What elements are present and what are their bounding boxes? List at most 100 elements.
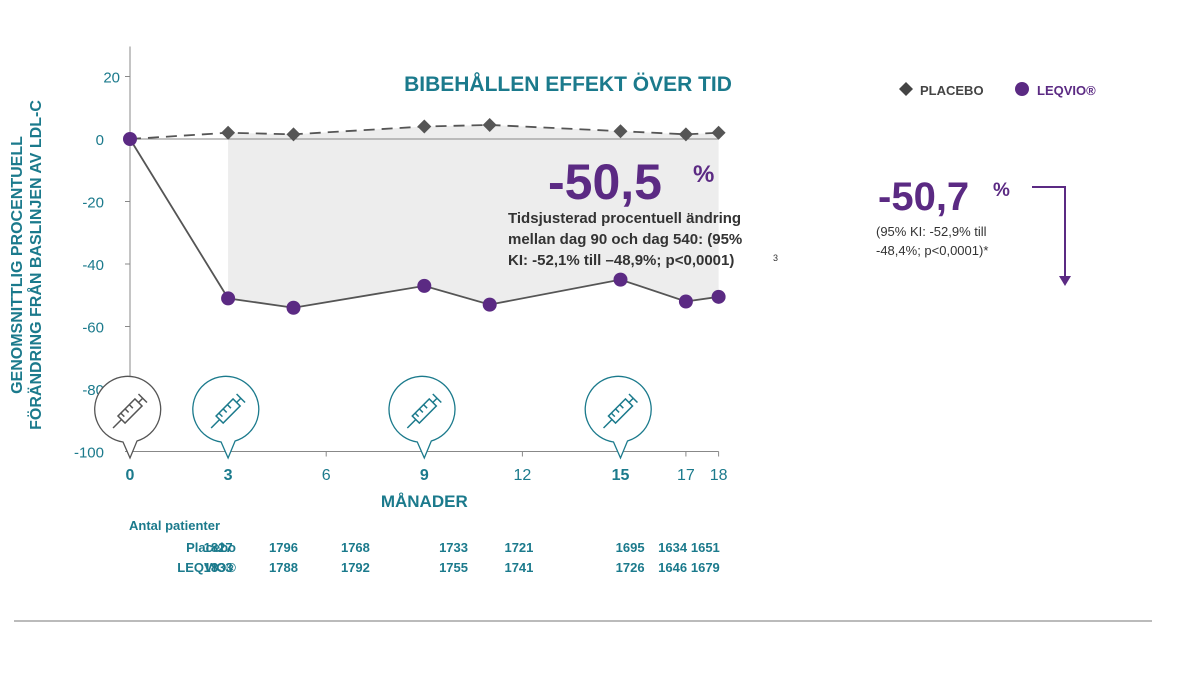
- syringe-mark: [418, 408, 424, 413]
- side-effect-text: -48,4%; p<0,0001)*: [876, 243, 988, 258]
- injection-bubble: [94, 375, 162, 460]
- leqvio-point: [678, 294, 693, 309]
- main-effect-text: KI: -52,1% till –48,9%; p<0,0001): [508, 252, 734, 269]
- main-effect-superscript: 3: [773, 253, 778, 263]
- syringe-mark: [222, 408, 228, 413]
- syringe-icon: [112, 393, 148, 429]
- syringe-mark: [610, 412, 616, 418]
- x-tick-label: 18: [710, 467, 728, 484]
- syringe-mark: [414, 412, 420, 418]
- syringe-mark: [615, 408, 620, 413]
- syringe-mark: [120, 412, 125, 418]
- y-axis-title-line: FÖRÄNDRING FRÅN BASLINJEN AV LDL-C: [26, 100, 45, 430]
- y-tick-label: -100: [74, 445, 104, 462]
- leqvio-point: [221, 291, 236, 306]
- chart-title: BIBEHÅLLEN EFFEKT ÖVER TID: [404, 72, 732, 96]
- y-tick-label: 20: [103, 70, 120, 87]
- patients-title: Antal patienter: [129, 518, 220, 533]
- syringe-needle: [406, 418, 417, 429]
- side-effect-arrow-line: [1032, 186, 1066, 279]
- y-tick-label: -20: [82, 195, 104, 212]
- patients-count: 1833: [204, 560, 233, 575]
- syringe-needle: [602, 418, 613, 429]
- x-tick-label: 0: [126, 467, 135, 484]
- main-effect-unit: %: [693, 161, 714, 188]
- x-tick-label: 15: [612, 467, 630, 484]
- injection-bubble: [192, 375, 260, 460]
- legend-leqvio-marker: [1015, 82, 1029, 96]
- side-effect-text: (95% KI: -52,9% till: [876, 224, 987, 239]
- leqvio-point: [613, 272, 628, 287]
- syringe-plunger-rod: [628, 397, 634, 404]
- x-tick-label: 3: [224, 467, 233, 484]
- syringe-plunger-rod: [137, 397, 144, 404]
- injection-bubble: [584, 375, 652, 460]
- leqvio-point: [482, 297, 497, 312]
- main-effect-text: mellan dag 90 och dag 540: (95%: [508, 231, 742, 248]
- syringe-plunger-handle: [137, 393, 148, 404]
- x-tick-label: 12: [514, 467, 532, 484]
- syringe-needle: [210, 418, 221, 429]
- syringe-plunger-rod: [432, 397, 438, 404]
- injection-icon: [584, 375, 652, 460]
- x-tick-label: 9: [420, 467, 429, 484]
- patients-count: 1695: [616, 540, 645, 555]
- injection-icon: [94, 375, 162, 460]
- syringe-plunger-handle: [628, 393, 639, 404]
- syringe-mark: [218, 412, 223, 418]
- syringe-needle: [112, 418, 123, 429]
- patients-count: 1733: [439, 540, 468, 555]
- shaded-difference-area: [228, 124, 719, 308]
- syringe-mark: [124, 408, 130, 413]
- leqvio-line: [129, 138, 719, 309]
- syringe-plunger-rod: [236, 397, 242, 404]
- placebo-point: [678, 127, 693, 142]
- placebo-line: [129, 124, 719, 140]
- patients-count: 1827: [204, 540, 233, 555]
- placebo-point: [286, 127, 301, 142]
- patients-row-label: LEQVIO®: [177, 560, 236, 575]
- syringe-plunger-handle: [236, 393, 246, 404]
- placebo-point: [613, 124, 628, 139]
- syringe-plunger-handle: [432, 393, 442, 404]
- side-effect-unit: %: [993, 180, 1010, 201]
- y-axis-title-line: GENOMSNITTLIG PROCENTUELL: [9, 136, 26, 394]
- syringe-icon: [602, 393, 639, 429]
- leqvio-point: [711, 289, 726, 304]
- patients-count: 1721: [504, 540, 533, 555]
- legend-placebo-marker: [899, 82, 913, 96]
- patients-count: 1679: [691, 560, 720, 575]
- patients-count: 1796: [269, 540, 298, 555]
- patients-count: 1651: [691, 540, 720, 555]
- placebo-point: [482, 117, 497, 132]
- patients-count: 1646: [658, 560, 687, 575]
- main-effect-text: Tidsjusterad procentuell ändring: [508, 210, 741, 227]
- patients-count: 1634: [658, 540, 688, 555]
- injection-icon: [192, 375, 260, 460]
- patients-count: 1726: [616, 560, 645, 575]
- injection-bubble: [388, 375, 456, 460]
- syringe-mark: [226, 404, 232, 409]
- main-effect-value: -50,5: [548, 154, 662, 210]
- placebo-point: [221, 125, 236, 140]
- patients-count: 1792: [341, 560, 370, 575]
- leqvio-point: [417, 278, 432, 293]
- syringe-icon: [210, 393, 246, 429]
- side-effect-value: -50,7: [878, 175, 969, 219]
- syringe-mark: [423, 404, 428, 409]
- legend-leqvio-label: LEQVIO®: [1037, 83, 1096, 98]
- syringe-icon: [406, 393, 442, 429]
- legend-placebo-label: PLACEBO: [920, 83, 984, 98]
- y-tick-label: -40: [82, 257, 104, 274]
- patients-count: 1768: [341, 540, 370, 555]
- side-effect-arrow-head: [1059, 276, 1071, 286]
- patients-row-label: Placebo: [186, 540, 236, 555]
- syringe-mark: [128, 404, 134, 409]
- placebo-point: [417, 119, 432, 134]
- injection-icon: [388, 375, 456, 460]
- placebo-point: [711, 125, 726, 140]
- patients-count: 1755: [439, 560, 468, 575]
